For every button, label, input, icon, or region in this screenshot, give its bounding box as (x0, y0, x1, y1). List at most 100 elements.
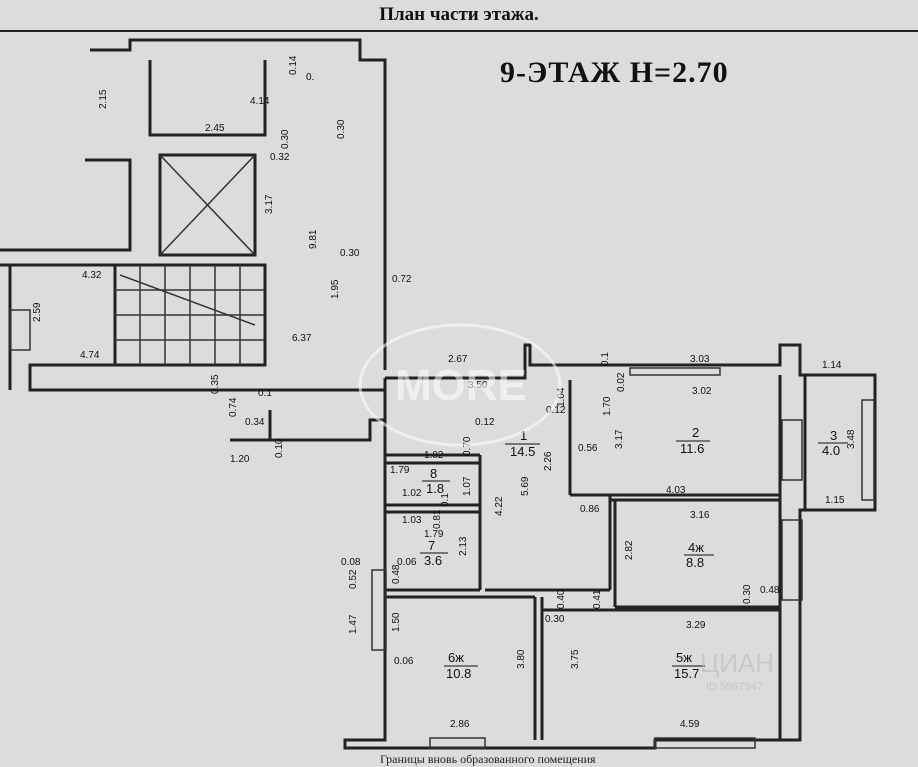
dim-label: 0.74 (228, 397, 239, 417)
room-5-area: 15.7 (674, 666, 699, 681)
room-1-number: 1 (520, 428, 527, 443)
dim-label: 0.40 (556, 589, 567, 609)
room-labels: 1 14.5 2 11.6 3 4.0 4ж 8.8 5ж 15.7 6ж 10… (420, 425, 848, 681)
dim-label: 0.81 (432, 509, 443, 529)
dim-label: 1.20 (230, 454, 250, 465)
dim-label: 0.14 (288, 55, 299, 75)
dim-label: 5.69 (520, 476, 531, 496)
dim-label: 1.50 (391, 612, 402, 632)
dim-label: 4.03 (666, 485, 686, 496)
floor-title: 9-ЭТАЖ Н=2.70 (500, 56, 729, 89)
dim-label: 3.80 (516, 649, 527, 669)
dim-label: 3.17 (614, 429, 625, 449)
dim-label: 0.02 (616, 372, 627, 392)
dim-label: 0.1 (440, 493, 451, 507)
watermark-id: ID 5967947 (706, 681, 763, 693)
dim-label: 1.14 (822, 360, 842, 371)
dim-label: 0.48 (760, 585, 780, 596)
dim-label: 0.35 (210, 374, 221, 394)
dim-label: 0.72 (392, 274, 412, 285)
dim-label: 2.15 (98, 89, 109, 109)
room-4-number: 4ж (688, 540, 704, 555)
elevator-shaft (159, 154, 256, 256)
dim-label: 1.79 (424, 529, 444, 540)
staircase (115, 265, 265, 365)
dim-label: 0.12 (475, 417, 495, 428)
dimension-labels: 0.14 0. 2.15 4.14 2.45 0.30 0.32 0.30 3.… (32, 55, 857, 730)
room-2-area: 11.6 (680, 441, 704, 456)
room-2-number: 2 (692, 425, 699, 440)
room-3-number: 3 (830, 428, 837, 443)
dim-label: 1.03 (402, 515, 422, 526)
dim-label: 4.59 (680, 719, 700, 730)
dim-label: 0.06 (394, 656, 414, 667)
room-7-number: 7 (428, 538, 435, 553)
dim-label: 2.13 (458, 536, 469, 556)
watermark-brand: ЦИАН (700, 648, 774, 678)
watermark-more: MORE (395, 361, 527, 410)
room-6-number: 6ж (448, 650, 464, 665)
dim-label: 3.48 (846, 429, 857, 449)
dim-label: 0.1 (258, 388, 272, 399)
dim-label: 3.29 (686, 620, 706, 631)
dim-label: 1.95 (330, 279, 341, 299)
dim-label: 0.08 (341, 557, 361, 568)
dim-label: 1.82 (424, 450, 444, 461)
dim-label: 2.82 (624, 540, 635, 560)
room-8-number: 8 (430, 466, 437, 481)
dim-label: 2.67 (448, 354, 468, 365)
dim-label: 0.52 (348, 569, 359, 589)
dim-label: 3.02 (692, 386, 712, 397)
dim-label: 0.10 (274, 438, 285, 458)
walls (0, 38, 877, 750)
dim-label: 0.34 (245, 417, 265, 428)
dim-label: 1.07 (462, 476, 473, 496)
dim-label: 1.15 (825, 495, 845, 506)
room-5-number: 5ж (676, 650, 692, 665)
dim-label: 0.32 (270, 152, 290, 163)
windows (9, 309, 875, 749)
footer-note: Границы вновь образованного помещения (380, 752, 596, 766)
dim-label: 4.14 (250, 96, 270, 107)
dim-label: 0.30 (336, 119, 347, 139)
dim-label: 1.02 (402, 488, 422, 499)
room-8-area: 1.8 (426, 481, 444, 496)
dim-label: 2.45 (205, 123, 225, 134)
dim-label: 4.32 (82, 270, 102, 281)
dim-label: 0.30 (280, 129, 291, 149)
dim-label: 2.26 (543, 451, 554, 471)
dim-label: 3.50 (468, 380, 488, 391)
dim-label: 3.03 (690, 354, 710, 365)
dim-label: 0.30 (340, 248, 360, 259)
dim-label: 1.47 (348, 614, 359, 634)
dim-label: 3.17 (264, 194, 275, 214)
dim-label: 0. (306, 72, 314, 83)
dim-label: 2.59 (32, 302, 43, 322)
dim-label: 2.86 (450, 719, 470, 730)
dim-label: 4.22 (494, 496, 505, 516)
dim-label: 3.16 (690, 510, 710, 521)
dim-label: 0.56 (578, 443, 598, 454)
room-4-area: 8.8 (686, 555, 704, 570)
room-7-area: 3.6 (424, 553, 442, 568)
room-6-area: 10.8 (446, 666, 471, 681)
dim-label: 0.48 (391, 564, 402, 584)
dim-label: 3.75 (570, 649, 581, 669)
watermarks: MORE ЦИАН ID 5967947 (358, 323, 774, 693)
dim-label: 0.30 (742, 584, 753, 604)
dim-label: 0.30 (545, 614, 565, 625)
dim-label: 9.81 (308, 229, 319, 249)
room-1-area: 14.5 (510, 444, 535, 459)
dim-label: 0.12 (546, 405, 566, 416)
dim-label: 1.70 (602, 396, 613, 416)
room-3-area: 4.0 (822, 443, 840, 458)
dim-label: 1.79 (390, 465, 410, 476)
dim-label: 0.06 (397, 557, 417, 568)
page-title: План части этажа. (0, 0, 918, 32)
dim-label: 0.86 (580, 504, 600, 515)
dim-label: 4.74 (80, 350, 100, 361)
dim-label: 1.04 (556, 387, 567, 407)
dim-label: 0.1 (600, 352, 611, 366)
